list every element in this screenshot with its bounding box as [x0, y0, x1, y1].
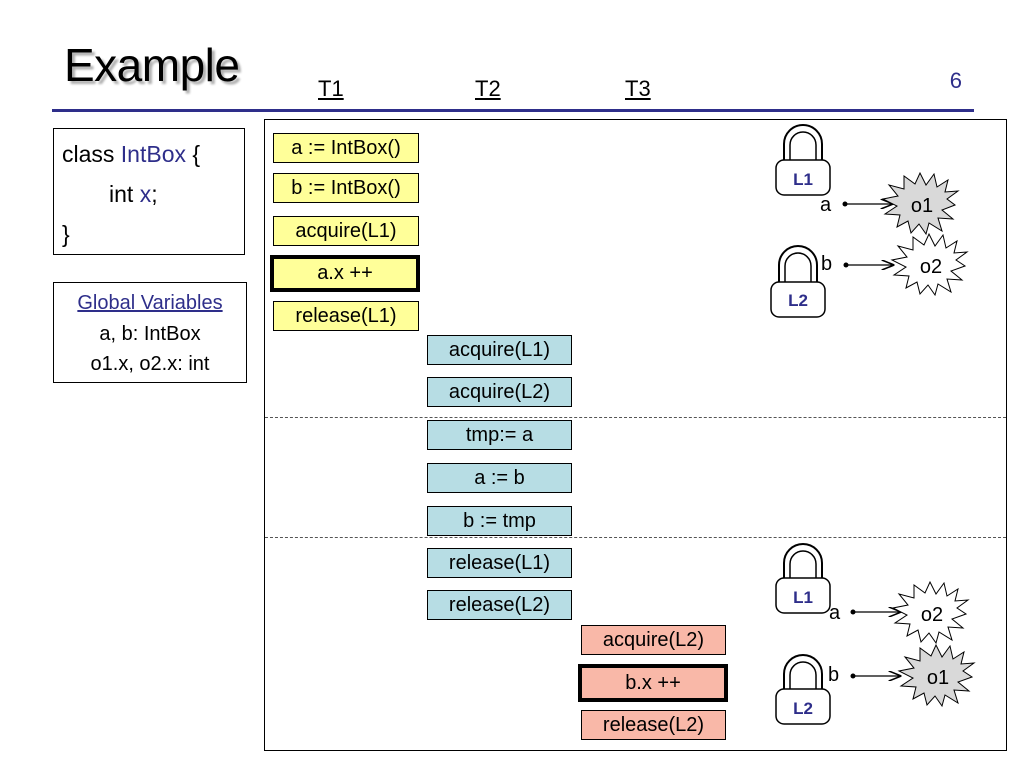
object-label-bottom: o1: [927, 667, 949, 689]
lock-icon: L1: [775, 124, 831, 196]
global-variables-title: Global Variables: [77, 292, 223, 314]
lock-icon: L2: [770, 245, 826, 318]
var-label-b: b: [821, 253, 832, 275]
t2-op-4: a := b: [427, 463, 572, 493]
slide-number: 6: [949, 68, 962, 93]
lock-icon: L1: [775, 543, 831, 614]
object-o2-empty: [891, 580, 970, 645]
global-variables-line-1: a, b: IntBox: [99, 323, 201, 345]
t3-op-2-critical: b.x ++: [578, 664, 728, 702]
field-semicolon: ;: [151, 181, 158, 207]
object-label-top: o2: [921, 604, 943, 626]
lock-icon: L2: [775, 654, 831, 725]
class-keyword: class: [62, 141, 115, 167]
title-divider: [52, 109, 974, 112]
section-divider-1: [265, 417, 1006, 418]
var-label-a: a: [829, 602, 841, 624]
object-o1-filled: [897, 643, 976, 708]
t2-op-6: release(L1): [427, 548, 572, 578]
t2-op-7: release(L2): [427, 590, 572, 620]
global-variables-box: Global Variables a, b: IntBox o1.x, o2.x…: [53, 282, 247, 383]
global-variables-line-2: o1.x, o2.x: int: [90, 353, 210, 375]
class-open-brace: {: [192, 141, 201, 167]
class-close-brace: }: [62, 221, 70, 247]
thread-header-t2: T2: [475, 76, 501, 101]
lock-label-l2: L2: [788, 291, 808, 310]
slide-title: Example: [64, 39, 240, 91]
t2-op-1: acquire(L1): [427, 335, 572, 365]
var-label-b: b: [828, 664, 839, 686]
t2-op-2: acquire(L2): [427, 377, 572, 407]
section-divider-2: [265, 537, 1006, 538]
object-label-top: o1: [911, 195, 933, 217]
t3-op-3: release(L2): [581, 710, 726, 740]
object-label-bottom: o2: [920, 256, 942, 278]
lock-label-l2: L2: [793, 699, 813, 718]
lock-label-l1: L1: [793, 588, 813, 607]
lock-label-l1: L1: [793, 170, 813, 189]
t1-op-2: b := IntBox(): [273, 173, 419, 203]
t1-op-1: a := IntBox(): [273, 133, 419, 163]
thread-header-t3: T3: [625, 76, 651, 101]
t1-op-3: acquire(L1): [273, 216, 419, 246]
class-name: IntBox: [120, 141, 187, 167]
execution-trace-frame: [264, 119, 1007, 751]
var-label-a: a: [820, 194, 832, 216]
field-type: int: [109, 181, 134, 207]
t1-op-5: release(L1): [273, 301, 419, 331]
field-name: x: [139, 181, 152, 207]
object-o2-empty: [890, 232, 969, 297]
t3-op-1: acquire(L2): [581, 625, 726, 655]
thread-header-t1: T1: [318, 76, 344, 101]
t2-op-5: b := tmp: [427, 506, 572, 536]
t1-op-4-critical: a.x ++: [270, 255, 420, 292]
t2-op-3: tmp:= a: [427, 420, 572, 450]
class-declaration-box: class IntBox { int x; }: [53, 128, 245, 255]
object-o1-filled: [881, 171, 960, 236]
